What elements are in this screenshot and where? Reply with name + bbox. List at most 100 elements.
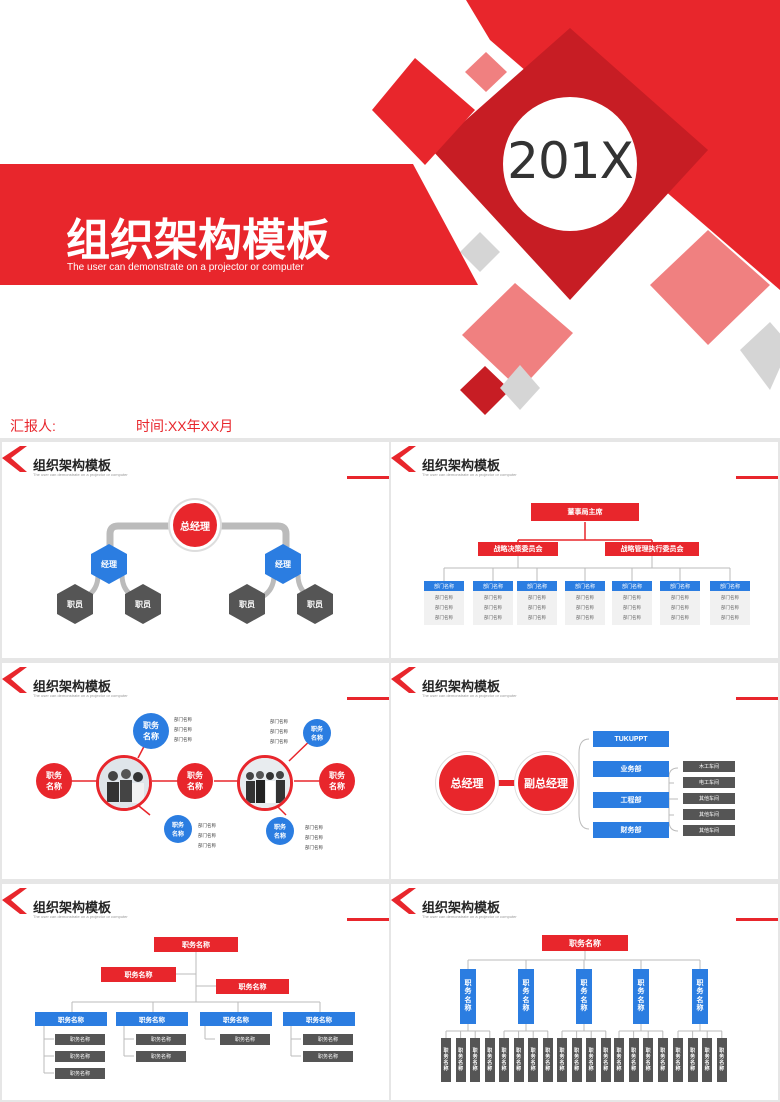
department-header: 部门名称 bbox=[710, 581, 750, 591]
leaf-position-box: 职 务 名 称 bbox=[455, 1038, 466, 1082]
position-box: 职务名称 bbox=[200, 1012, 272, 1026]
leaf-position-box: 职务名称 bbox=[136, 1034, 186, 1045]
header-bar bbox=[736, 476, 778, 479]
department-item: 部门名称 bbox=[528, 605, 546, 610]
committee-box-left: 战略决策委员会 bbox=[478, 542, 558, 556]
bullet-item: 部门名称 bbox=[305, 845, 323, 850]
slide-subtitle: The user can demonstrate on a projector … bbox=[33, 693, 128, 698]
bullet-item: 部门名称 bbox=[270, 719, 288, 724]
department-items: 部门名称部门名称部门名称 bbox=[424, 591, 464, 625]
leaf-position-box: 职 务 名 称 bbox=[513, 1038, 524, 1082]
slide-vertical-columns: 组织架构模板 The user can demonstrate on a pro… bbox=[391, 884, 778, 1100]
branch-box: TUKUPPT bbox=[593, 731, 669, 747]
department-header: 部门名称 bbox=[424, 581, 464, 591]
bullet-item: 部门名称 bbox=[174, 737, 192, 742]
department-item: 部门名称 bbox=[671, 595, 689, 600]
leaf-position-box: 职务名称 bbox=[55, 1051, 105, 1062]
bullet-item: 部门名称 bbox=[198, 823, 216, 828]
department-item: 部门名称 bbox=[671, 615, 689, 620]
branch-box: 业务部 bbox=[593, 761, 669, 777]
department-header: 部门名称 bbox=[517, 581, 557, 591]
leaf-position-box: 职务名称 bbox=[55, 1034, 105, 1045]
department-items: 部门名称部门名称部门名称 bbox=[473, 591, 513, 625]
leaf-position-box: 职务名称 bbox=[136, 1051, 186, 1062]
bullet-item: 部门名称 bbox=[270, 729, 288, 734]
bullet-item: 部门名称 bbox=[305, 835, 323, 840]
position-box: 职务名称 bbox=[216, 979, 289, 994]
leaf-position-box: 职 务 名 称 bbox=[673, 1038, 683, 1082]
department-item: 部门名称 bbox=[623, 615, 641, 620]
staff-node: 职员 bbox=[57, 584, 93, 624]
position-node: 职务 名称 bbox=[266, 817, 294, 845]
slide-title: 组织架构模板 bbox=[422, 679, 501, 694]
slide-header-arrow bbox=[2, 888, 27, 914]
department-column: 部门名称部门名称部门名称部门名称 bbox=[517, 581, 557, 625]
slide-subtitle: The user can demonstrate on a projector … bbox=[33, 472, 128, 477]
connector-lines bbox=[43, 952, 321, 1074]
department-column: 部门名称部门名称部门名称部门名称 bbox=[473, 581, 513, 625]
bullet-item: 部门名称 bbox=[305, 825, 323, 830]
leaf-position-box: 职务名称 bbox=[220, 1034, 270, 1045]
team-photo-illustration bbox=[240, 758, 290, 808]
department-item: 部门名称 bbox=[721, 615, 739, 620]
department-items: 部门名称部门名称部门名称 bbox=[710, 591, 750, 625]
position-node: 职务 名称 bbox=[177, 763, 213, 799]
position-column-box: 职 务 名 称 bbox=[633, 969, 649, 1024]
leaf-position-box: 职务名称 bbox=[303, 1034, 353, 1045]
leaf-position-box: 职 务 名 称 bbox=[600, 1038, 611, 1082]
bullet-item: 部门名称 bbox=[198, 843, 216, 848]
bullet-list: 部门名称部门名称部门名称 bbox=[270, 717, 288, 747]
department-item: 部门名称 bbox=[576, 615, 594, 620]
bullet-list: 部门名称部门名称部门名称 bbox=[305, 823, 323, 853]
cover-slide: 201X 组织架构模板 The user can demonstrate on … bbox=[0, 0, 780, 438]
position-box: 职务名称 bbox=[35, 1012, 107, 1026]
department-item: 部门名称 bbox=[623, 605, 641, 610]
bullet-item: 部门名称 bbox=[270, 739, 288, 744]
workshop-box: 木工车间 bbox=[683, 761, 735, 772]
leaf-position-box: 职 务 名 称 bbox=[557, 1038, 567, 1082]
position-box: 职务名称 bbox=[283, 1012, 355, 1026]
workshop-box: 其他车间 bbox=[683, 825, 735, 836]
deputy-node: 副总经理 bbox=[515, 752, 577, 814]
department-column: 部门名称部门名称部门名称部门名称 bbox=[710, 581, 750, 625]
slide-header-arrow bbox=[391, 446, 416, 472]
slide-title: 组织架构模板 bbox=[422, 458, 501, 473]
department-header: 部门名称 bbox=[612, 581, 652, 591]
workshop-box: 其他车间 bbox=[683, 793, 735, 804]
leaf-position-box: 职 务 名 称 bbox=[702, 1038, 713, 1082]
slide-subtitle: The user can demonstrate on a projector … bbox=[33, 914, 128, 919]
team-photo-illustration bbox=[99, 758, 149, 808]
manager-node-left: 经理 bbox=[91, 544, 127, 584]
position-node: 职务 名称 bbox=[133, 713, 169, 749]
bullet-item: 部门名称 bbox=[174, 717, 192, 722]
slide-title: 组织架构模板 bbox=[422, 900, 501, 915]
manager-node-right: 经理 bbox=[265, 544, 301, 584]
time-label: 时间:XX年XX月 bbox=[136, 418, 234, 434]
header-bar bbox=[347, 697, 389, 700]
department-item: 部门名称 bbox=[721, 595, 739, 600]
department-items: 部门名称部门名称部门名称 bbox=[565, 591, 605, 625]
branch-box: 工程部 bbox=[593, 792, 669, 808]
department-header: 部门名称 bbox=[565, 581, 605, 591]
department-item: 部门名称 bbox=[721, 605, 739, 610]
position-node: 职务 名称 bbox=[36, 763, 72, 799]
branch-box: 财务部 bbox=[593, 822, 669, 838]
department-column: 部门名称部门名称部门名称部门名称 bbox=[660, 581, 700, 625]
leaf-position-box: 职务名称 bbox=[303, 1051, 353, 1062]
leaf-position-box: 职 务 名 称 bbox=[716, 1038, 727, 1082]
cover-year: 201X bbox=[507, 132, 634, 190]
leaf-position-box: 职 务 名 称 bbox=[470, 1038, 481, 1082]
top-position-box: 职务名称 bbox=[542, 935, 628, 951]
bullet-list: 部门名称部门名称部门名称 bbox=[198, 821, 216, 851]
cover-title: 组织架构模板 bbox=[66, 216, 330, 265]
leaf-position-box: 职 务 名 称 bbox=[687, 1038, 698, 1082]
slide-header-arrow bbox=[2, 446, 27, 472]
department-header: 部门名称 bbox=[473, 581, 513, 591]
chairman-box: 董事局主席 bbox=[531, 503, 639, 521]
department-item: 部门名称 bbox=[671, 605, 689, 610]
slide-title: 组织架构模板 bbox=[33, 900, 112, 915]
slide-subtitle: The user can demonstrate on a projector … bbox=[422, 472, 517, 477]
slide-hierarchy-hexagon: 组织架构模板 The user can demonstrate on a pro… bbox=[2, 442, 389, 658]
leaf-position-box: 职 务 名 称 bbox=[586, 1038, 597, 1082]
team-photo-left bbox=[96, 755, 152, 811]
